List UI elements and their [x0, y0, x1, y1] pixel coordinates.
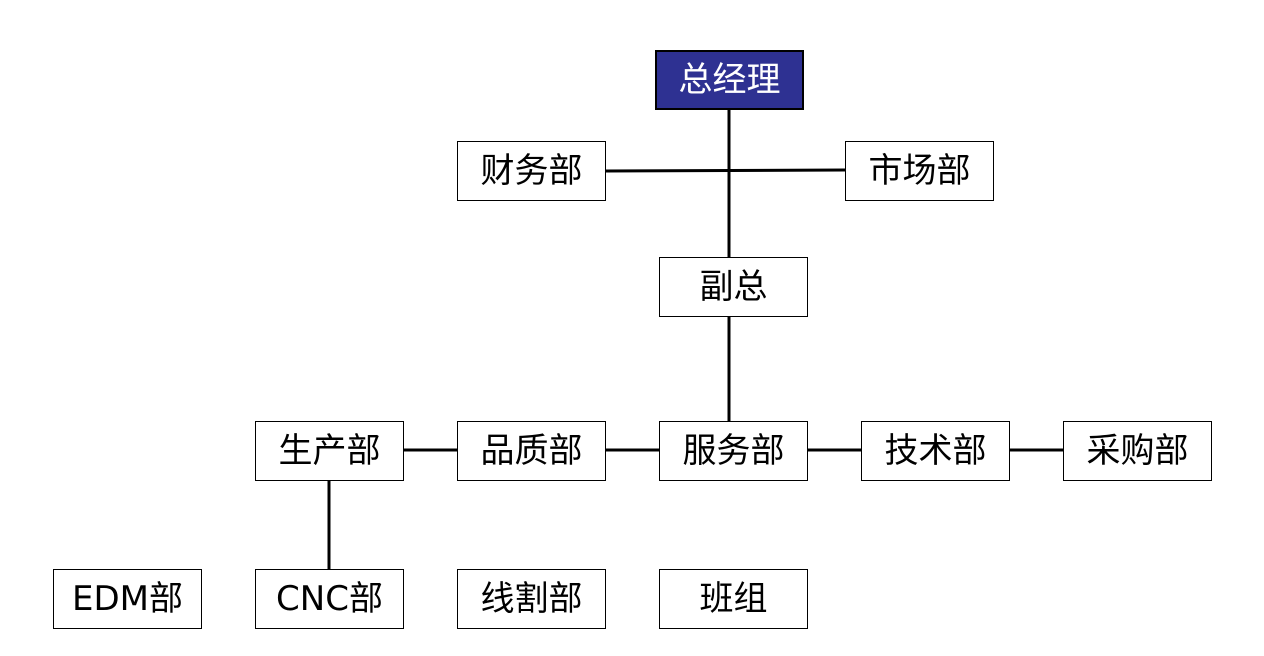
node-general-manager: 总经理 — [655, 50, 804, 110]
node-finance: 财务部 — [457, 141, 606, 201]
node-team: 班组 — [659, 569, 808, 629]
node-edm: EDM部 — [53, 569, 202, 629]
line-finance-to-marketing — [605, 168, 846, 173]
node-purchasing: 采购部 — [1063, 421, 1212, 481]
node-deputy-gm: 副总 — [659, 257, 808, 317]
node-technology: 技术部 — [861, 421, 1010, 481]
node-service: 服务部 — [659, 421, 808, 481]
node-cnc: CNC部 — [255, 569, 404, 629]
node-production: 生产部 — [255, 421, 404, 481]
node-wire-cutting: 线割部 — [457, 569, 606, 629]
node-quality: 品质部 — [457, 421, 606, 481]
node-marketing: 市场部 — [845, 141, 994, 201]
